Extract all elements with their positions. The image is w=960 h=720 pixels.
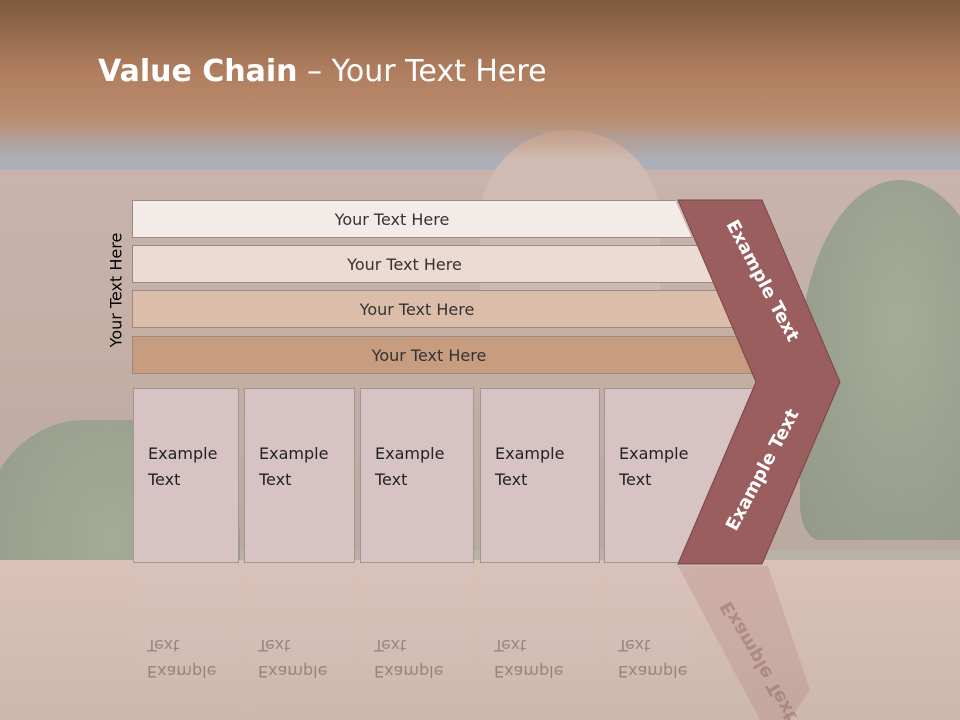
card-5-line1: Example [619, 444, 689, 463]
title-rest: – Your Text Here [297, 54, 547, 89]
card-2-line2: Text [259, 470, 292, 489]
card-1-line1: Example [148, 444, 218, 463]
card-1-line2: Text [148, 470, 181, 489]
chevron-reflection [678, 566, 810, 720]
title-bold: Value Chain [98, 54, 298, 89]
card-5-line2: Text [619, 470, 652, 489]
bar-1-label: Your Text Here [334, 209, 450, 229]
card-4-line2: Text [495, 470, 528, 489]
card-3[interactable]: Example Text [360, 388, 474, 563]
card-4-line1: Example [495, 444, 565, 463]
card-3-line2: Text [375, 470, 408, 489]
card-2[interactable]: Example Text [244, 388, 355, 563]
bar-4[interactable]: Your Text Here [132, 336, 766, 374]
bar-2-label: Your Text Here [347, 254, 462, 274]
card-1[interactable]: Example Text [133, 388, 239, 563]
title-band [0, 0, 960, 160]
bar-4-label: Your Text Here [371, 345, 487, 365]
chevron-arrow[interactable] [677, 199, 841, 565]
slide-title[interactable]: Value Chain – Your Text Here [98, 54, 547, 89]
card-3-line1: Example [375, 444, 445, 463]
bar-3[interactable]: Your Text Here [132, 290, 742, 328]
bar-3-label: Your Text Here [359, 299, 475, 319]
card-2-line1: Example [259, 444, 329, 463]
bar-1[interactable]: Your Text Here [132, 200, 692, 238]
bar-2[interactable]: Your Text Here [132, 245, 717, 283]
card-4[interactable]: Example Text [480, 388, 600, 563]
